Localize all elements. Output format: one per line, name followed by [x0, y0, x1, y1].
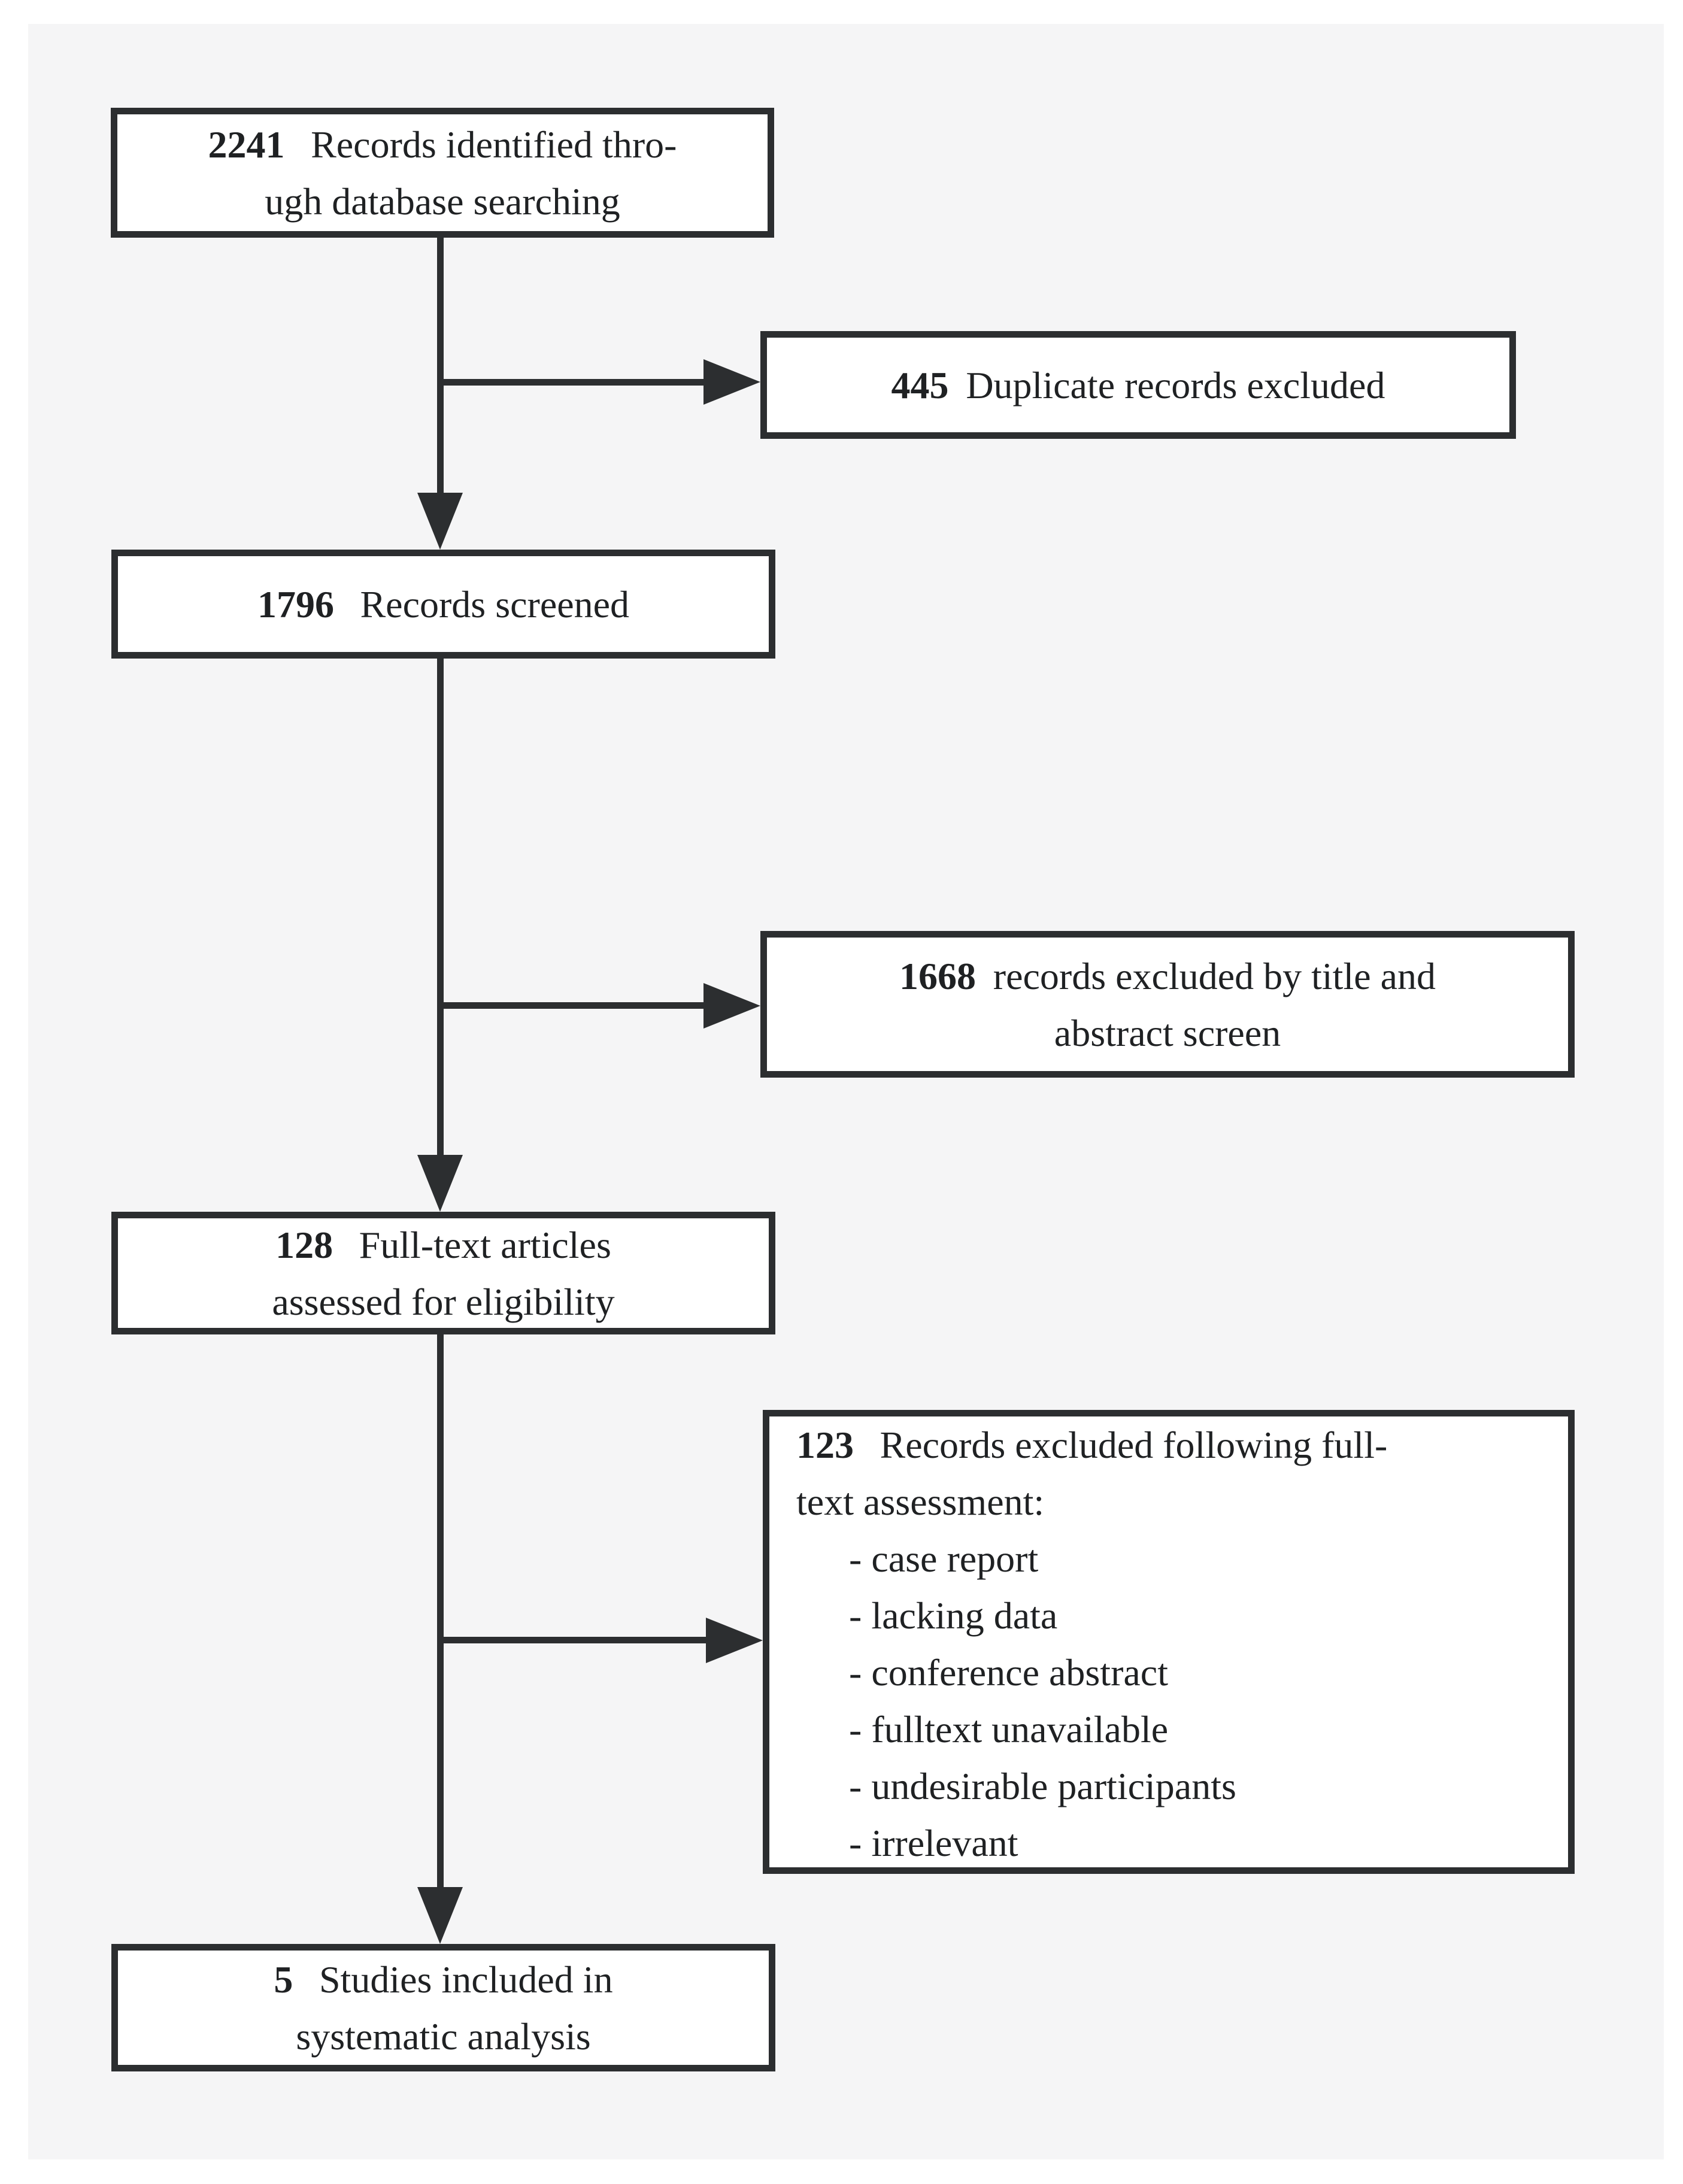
box-studies-included: 5 Studies included in systematic analysis [111, 1944, 775, 2071]
connector-fulltext-to-included [437, 1334, 444, 1897]
box-text: Records identified thro- [311, 123, 677, 166]
record-count: 445 [891, 363, 949, 407]
box-records-identified: 2241 Records identified thro- ugh databas… [111, 108, 774, 238]
box-text: records excluded by title and [993, 954, 1436, 997]
box-text: Full-text articles [359, 1223, 611, 1266]
box-line: 1668 records excluded by title and [767, 948, 1568, 1005]
box-line: 1796 Records screened [118, 576, 769, 633]
branch-fulltext-excluded-line [437, 1637, 709, 1643]
box-text: text assessment: [796, 1481, 1045, 1523]
box-text: Duplicate records excluded [966, 363, 1385, 407]
box-line: 445 Duplicate records excluded [767, 357, 1509, 414]
excluded-reason: - lacking data [849, 1594, 1058, 1637]
arrowhead-right-fulltext-excluded [706, 1618, 763, 1663]
record-count: 128 [275, 1223, 333, 1266]
record-count: 123 [796, 1424, 854, 1466]
box-text: Records excluded following full- [880, 1424, 1388, 1466]
excluded-reason: - irrelevant [849, 1822, 1018, 1864]
box-line: 5 Studies included in [118, 1951, 769, 2008]
excluded-reason: - conference abstract [849, 1651, 1168, 1694]
box-duplicates-excluded: 445 Duplicate records excluded [760, 331, 1516, 439]
branch-title-abstract-line [437, 1002, 706, 1009]
box-text: abstract screen [1054, 1011, 1281, 1054]
excluded-reason: - fulltext unavailable [849, 1708, 1169, 1751]
excluded-reason: - case report [849, 1537, 1039, 1580]
branch-duplicates-line [437, 379, 706, 386]
box-text: Studies included in [319, 1958, 613, 2001]
arrowhead-down-fulltext [417, 1155, 463, 1212]
connector-screened-to-fulltext [437, 659, 444, 1164]
box-line: text assessment: [796, 1473, 1550, 1530]
box-line: 123 Records excluded following full- [796, 1416, 1550, 1473]
box-records-screened: 1796 Records screened [111, 550, 775, 659]
box-line: abstract screen [767, 1005, 1568, 1061]
excluded-reason: - undesirable participants [849, 1765, 1236, 1807]
arrowhead-down-screened [417, 493, 463, 550]
connector-identified-to-screened [437, 238, 444, 506]
arrowhead-down-included [417, 1887, 463, 1944]
box-line: assessed for eligibility [118, 1273, 769, 1330]
arrowhead-right-title-abstract [703, 983, 760, 1029]
box-line: 128 Full-text articles [118, 1217, 769, 1273]
box-text: ugh database searching [265, 180, 620, 223]
box-fulltext-excluded: 123 Records excluded following full- text… [763, 1410, 1575, 1874]
record-count: 1796 [257, 583, 334, 626]
box-line: ugh database searching [117, 173, 768, 230]
box-line: 2241 Records identified thro- [117, 116, 768, 173]
box-fulltext-assessed: 128 Full-text articles assessed for eligi… [111, 1212, 775, 1334]
box-text: systematic analysis [296, 2015, 591, 2058]
box-title-abstract-excluded: 1668 records excluded by title and abstra… [760, 931, 1575, 1078]
record-count: 1668 [899, 954, 976, 997]
record-count: 5 [274, 1958, 293, 2001]
box-text: Records screened [360, 583, 630, 626]
box-line: systematic analysis [118, 2008, 769, 2065]
box-text: assessed for eligibility [272, 1280, 615, 1323]
arrowhead-right-duplicates [703, 359, 760, 405]
record-count: 2241 [208, 123, 285, 166]
